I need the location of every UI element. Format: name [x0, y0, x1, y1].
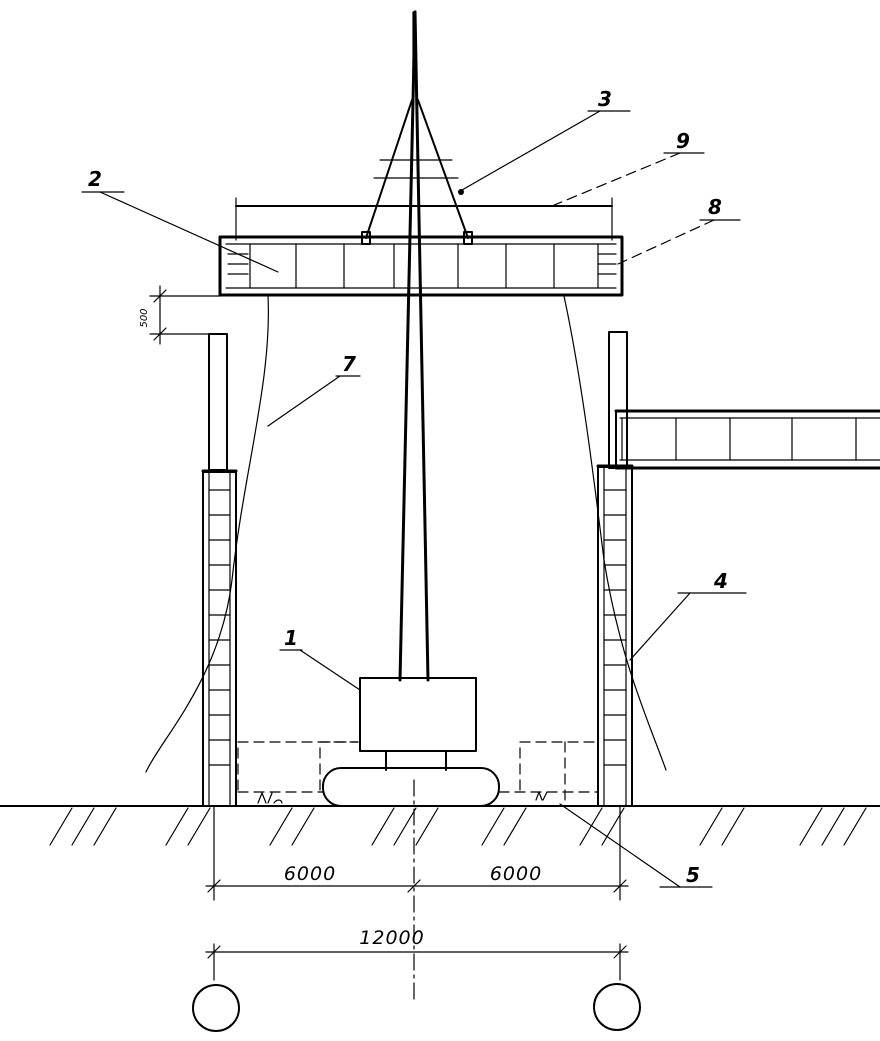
- callout-9: 9: [676, 129, 690, 153]
- lift-height-dimension: 500: [139, 285, 221, 345]
- guide-ropes: [145, 295, 667, 773]
- callout-8: 8: [708, 195, 722, 219]
- total-span-value: 12000: [359, 927, 424, 949]
- callouts: 2 3 9 8 7 4 1 5: [88, 87, 728, 887]
- left-column: [201, 333, 238, 807]
- span-dimensions: 6000 6000 12000: [205, 805, 629, 981]
- crane-body: [322, 677, 500, 807]
- outrigger-outline: [237, 741, 599, 801]
- lift-height-value: 500: [139, 308, 150, 327]
- axis-bubbles: [192, 983, 641, 1032]
- callout-7: 7: [342, 352, 356, 376]
- callout-1: 1: [284, 626, 298, 650]
- callout-5: 5: [686, 863, 700, 887]
- installed-beam: [614, 409, 880, 470]
- callout-3: 3: [598, 87, 612, 111]
- right-column: [596, 331, 634, 807]
- left-half-span-value: 6000: [284, 863, 336, 885]
- callout-leaders: [81, 110, 747, 888]
- right-half-span-value: 6000: [490, 863, 542, 885]
- slings: [361, 99, 473, 245]
- callout-2: 2: [88, 167, 102, 191]
- crane-boom: [398, 10, 430, 682]
- callout-4: 4: [713, 569, 728, 593]
- wedge-marks: [257, 791, 548, 804]
- ground: [0, 805, 880, 846]
- spreader-bar: [235, 197, 613, 241]
